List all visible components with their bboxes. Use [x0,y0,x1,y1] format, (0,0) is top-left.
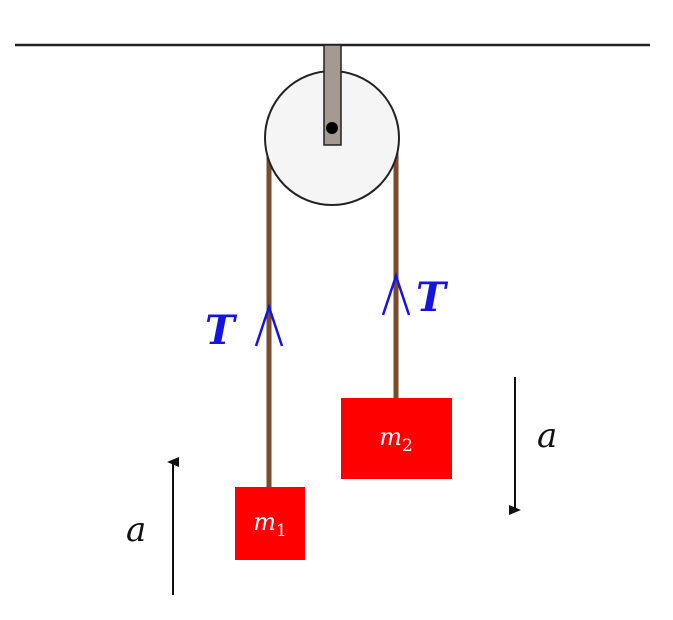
tension-arrow-left-icon [254,303,284,347]
mass-m1-label: m1 [253,508,287,541]
accel-label-left: a [126,510,146,550]
tension-label-right: T [416,274,449,321]
mass-m2-label: m2 [379,423,413,456]
accel-label-right: a [537,416,557,456]
tension-arrow-right-icon [381,272,411,316]
tension-label-left: T [205,307,238,354]
pulley-axle [326,122,338,134]
mass-m1-block [235,487,305,560]
mass-m2-block [341,398,452,479]
pulley-bracket [323,44,342,146]
